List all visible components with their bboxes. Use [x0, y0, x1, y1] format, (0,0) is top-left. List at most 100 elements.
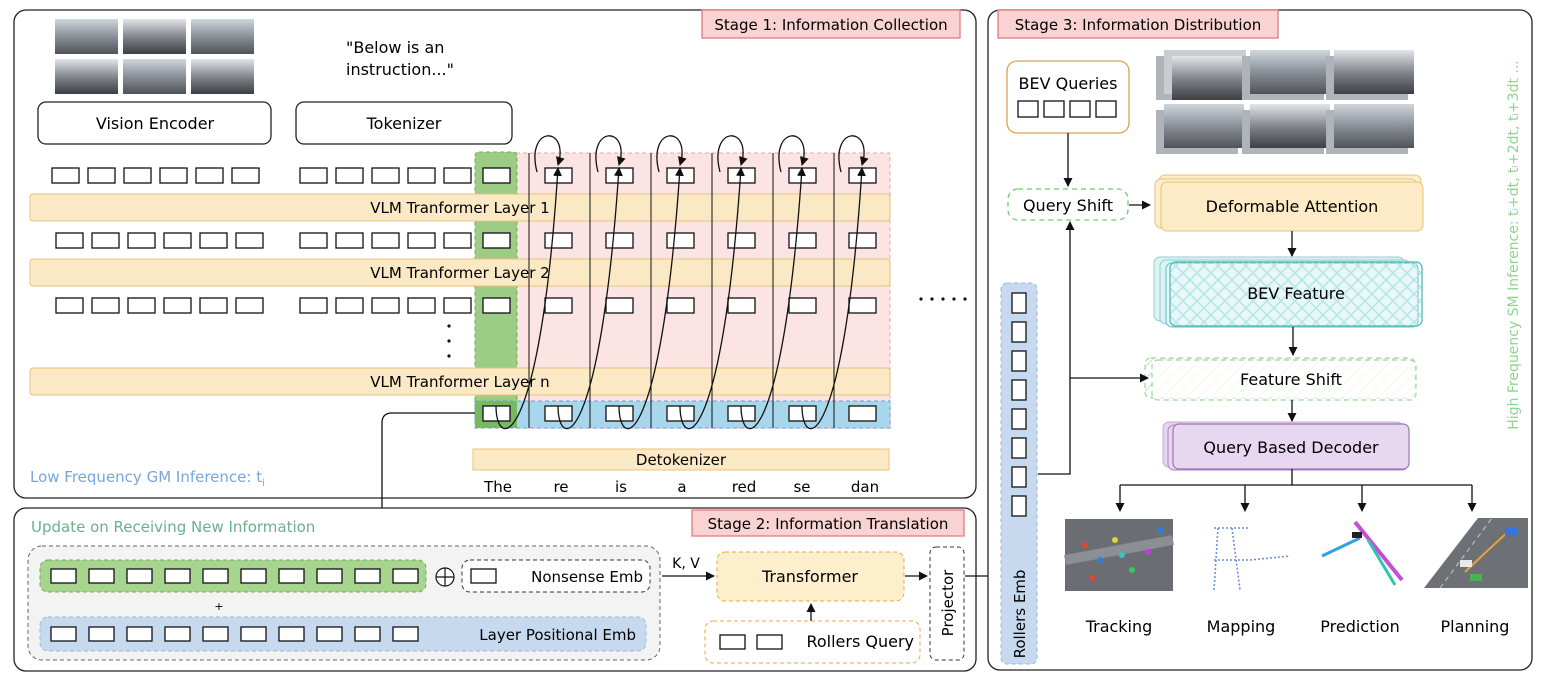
token — [50, 626, 77, 642]
token — [605, 232, 634, 249]
rollers-query-label: Rollers Query — [806, 632, 914, 651]
instruction-text-line2: instruction..." — [346, 60, 454, 79]
token — [195, 167, 224, 184]
transformer-box — [716, 551, 905, 602]
gm-feature-row — [39, 559, 427, 593]
token — [1095, 100, 1117, 118]
query-shift-box — [1007, 188, 1129, 221]
token — [159, 167, 188, 184]
layer-positional-tokens — [50, 626, 419, 642]
token — [727, 232, 756, 249]
token — [231, 167, 260, 184]
token — [240, 626, 267, 642]
transformer-layer-1 — [29, 193, 891, 222]
stage1-panel: Stage 1: Information Collection "Below i… — [13, 9, 977, 499]
token — [443, 167, 472, 184]
token — [88, 568, 115, 584]
token — [91, 297, 120, 314]
token — [544, 232, 573, 249]
token — [1011, 292, 1027, 314]
token — [1069, 100, 1091, 118]
rollers-emb-label: Rollers Emb — [1011, 570, 1029, 659]
camera-image — [1164, 104, 1244, 148]
token — [127, 297, 156, 314]
token — [316, 626, 343, 642]
token — [126, 568, 153, 584]
token — [1043, 100, 1065, 118]
bev-queries-box — [1006, 60, 1130, 134]
token — [482, 297, 511, 314]
token — [335, 167, 364, 184]
stage3-title: Stage 3: Information Distribution — [1015, 16, 1262, 34]
high-frequency-label: High Frequency SM Inference: tᵢ+dt, tᵢ+2… — [1506, 60, 1522, 429]
transformer-layer-2 — [29, 258, 891, 287]
rollers-emb-tokens — [1011, 292, 1027, 517]
token — [1011, 321, 1027, 343]
instruction-text-line1: "Below is an — [346, 38, 444, 57]
tokenizer-label: Tokenizer — [366, 114, 442, 133]
bev-feature-box — [1169, 261, 1423, 327]
camera-image — [1250, 50, 1330, 94]
token — [163, 232, 192, 249]
token — [719, 634, 746, 650]
token — [354, 626, 381, 642]
token — [482, 167, 511, 184]
token — [727, 297, 756, 314]
camera-image — [1334, 50, 1414, 94]
low-frequency-label: Low Frequency GM Inference: ti — [30, 468, 265, 489]
vision-encoder-box — [37, 101, 272, 145]
token — [91, 232, 120, 249]
transformer-layer-n-label: VLM Tranformer Layer n — [370, 373, 549, 391]
token — [1011, 495, 1027, 517]
horizontal-ellipsis — [919, 297, 967, 301]
token — [605, 297, 634, 314]
output-word: dan — [851, 478, 879, 496]
token — [127, 232, 156, 249]
token — [848, 232, 877, 249]
token — [354, 568, 381, 584]
layer-positional-emb-label: Layer Positional Emb — [479, 626, 636, 644]
plus-sign: + — [214, 600, 223, 613]
prediction-image — [1321, 520, 1404, 586]
token — [240, 568, 267, 584]
camera-images — [55, 19, 254, 94]
camera-image — [123, 59, 186, 94]
token — [1011, 437, 1027, 459]
token — [1017, 100, 1039, 118]
token — [371, 167, 400, 184]
token — [848, 405, 877, 422]
token — [848, 297, 877, 314]
multi-view-camera-stack — [1156, 50, 1414, 154]
output-word: re — [553, 478, 568, 496]
token — [87, 167, 116, 184]
query-decoder-label: Query Based Decoder — [1203, 438, 1379, 457]
token — [1011, 350, 1027, 372]
token — [666, 297, 695, 314]
token — [278, 568, 305, 584]
token — [443, 297, 472, 314]
planning-image — [1424, 517, 1528, 589]
token-row-layer2 — [55, 297, 877, 314]
projector-label: Projector — [939, 569, 957, 636]
mapping-image — [1213, 527, 1291, 591]
token — [126, 626, 153, 642]
token — [335, 232, 364, 249]
feature-shift-label: Feature Shift — [1240, 370, 1342, 389]
token — [163, 297, 192, 314]
token — [50, 568, 77, 584]
gm-feature-tokens — [50, 568, 419, 584]
token — [1011, 466, 1027, 488]
feature-shift-box — [1151, 359, 1417, 401]
transformer-layer-2-label: VLM Tranformer Layer 2 — [370, 264, 549, 282]
token — [335, 297, 364, 314]
token — [202, 568, 229, 584]
nonsense-emb-box — [461, 559, 651, 593]
token — [164, 626, 191, 642]
stage1-title-badge — [701, 9, 961, 39]
token — [1011, 379, 1027, 401]
token — [470, 568, 497, 584]
token — [278, 626, 305, 642]
stage3-title-badge — [997, 9, 1279, 39]
token — [235, 232, 264, 249]
decoder-output-arrows — [1115, 469, 1477, 512]
